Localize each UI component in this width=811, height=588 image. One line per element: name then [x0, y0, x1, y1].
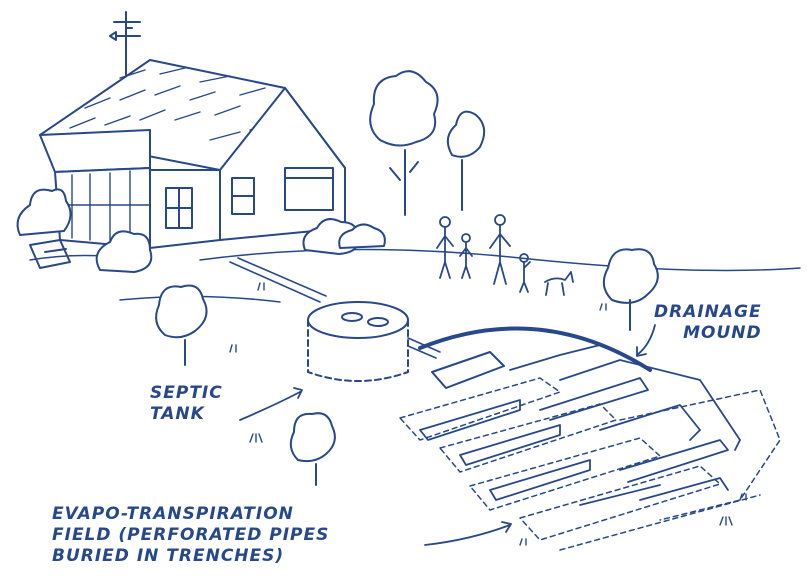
drainage-mound-label-line1: DRAINAGE: [654, 302, 762, 323]
sewer-pipe: [230, 258, 326, 302]
tree-icon: [291, 413, 335, 485]
septic-tank-label-line2: TANK: [150, 404, 223, 425]
septic-tank-label-line1: SEPTIC: [150, 383, 223, 404]
drainage-mound-label: DRAINAGE MOUND: [654, 302, 762, 344]
evapo-transpiration-field-label: EVAPO-TRANSPIRATION FIELD (PERFORATED PI…: [52, 504, 329, 567]
house-icon: [30, 60, 345, 268]
tree-icon: [604, 249, 658, 330]
tree-icon: [370, 71, 484, 215]
family-people-icon: [437, 215, 573, 295]
evapo-field-label-line2: FIELD (PERFORATED PIPES: [52, 525, 329, 546]
tree-icon: [156, 286, 206, 366]
drainage-mound-label-line2: MOUND: [654, 323, 762, 344]
evapo-field-label-line1: EVAPO-TRANSPIRATION: [52, 504, 329, 525]
evapo-field-label-line3: BURIED IN TRENCHES): [52, 546, 329, 567]
septic-tank-label: SEPTIC TANK: [150, 383, 223, 425]
distribution-box: [432, 352, 504, 388]
septic-tank-icon: [308, 302, 408, 381]
